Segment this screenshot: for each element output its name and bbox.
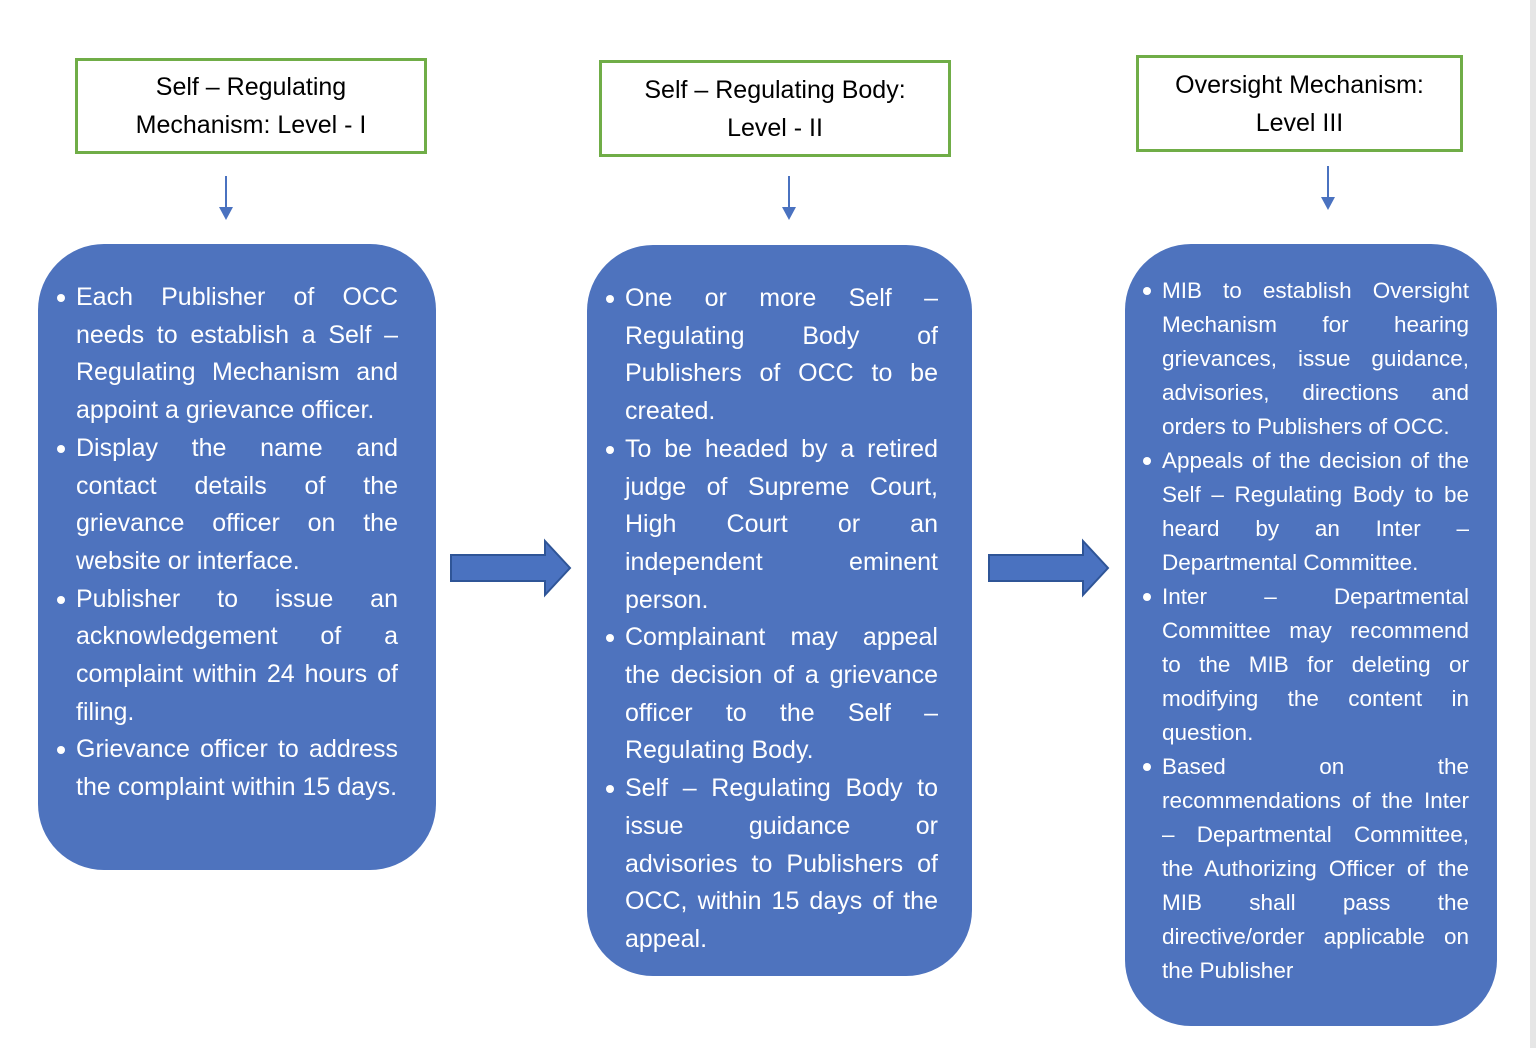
flow-arrow-level-2-to-3 xyxy=(988,538,1110,598)
level-1-down-arrow xyxy=(219,176,233,220)
level-3-title-line-1: Oversight Mechanism: xyxy=(1175,70,1424,99)
level-1-title-line-2: Mechanism: Level - I xyxy=(135,111,367,139)
level-2-title-line-2: Level - II xyxy=(727,113,823,142)
clipped-text-fragment xyxy=(1162,999,1234,1004)
level-2-bullet: To be headed by a retired judge of Supre… xyxy=(605,431,938,620)
level-1-bullet: Display the name and contact details of … xyxy=(56,430,398,581)
level-3-title-box: Oversight Mechanism: Level III xyxy=(1136,55,1463,152)
level-1-title-box: Self – Regulating Mechanism: Level - I xyxy=(75,58,427,154)
level-3-bullet: Appeals of the decision of the Self – Re… xyxy=(1142,444,1469,580)
flow-arrow-level-1-to-2 xyxy=(450,538,572,598)
level-2-panel: One or more Self – Regulating Body of Pu… xyxy=(587,245,972,976)
level-3-title-line-2: Level III xyxy=(1255,108,1344,137)
level-2-title-line-1: Self – Regulating Body: xyxy=(644,75,906,104)
level-2-bullet-list: One or more Self – Regulating Body of Pu… xyxy=(605,280,938,959)
level-1-bullet-list: Each Publisher of OCC needs to establish… xyxy=(56,279,398,807)
level-3-panel: MIB to establish Oversight Mechanism for… xyxy=(1125,244,1497,1026)
level-3-bullet: Based on the recommendations of the Inte… xyxy=(1142,750,1469,988)
level-3-bullet-list: MIB to establish Oversight Mechanism for… xyxy=(1142,274,1469,988)
level-2-bullet: Self – Regulating Body to issue guidance… xyxy=(605,770,938,959)
level-2-title-box: Self – Regulating Body: Level - II xyxy=(599,60,951,157)
level-1-bullet: Publisher to issue an acknowledgement of… xyxy=(56,581,398,732)
level-1-bullet: Each Publisher of OCC needs to establish… xyxy=(56,279,398,430)
level-2-bullet: Complainant may appeal the decision of a… xyxy=(605,619,938,770)
level-2-down-arrow xyxy=(782,176,796,220)
level-3-bullet: MIB to establish Oversight Mechanism for… xyxy=(1142,274,1469,444)
level-3-down-arrow xyxy=(1321,166,1335,210)
right-edge-strip xyxy=(1530,0,1536,1048)
level-1-title-line-1: Self – Regulating xyxy=(155,73,347,101)
level-1-panel: Each Publisher of OCC needs to establish… xyxy=(38,244,436,870)
level-3-bullet: Inter – Departmental Committee may recom… xyxy=(1142,580,1469,750)
level-1-bullet: Grievance officer to address the complai… xyxy=(56,731,398,806)
level-2-bullet: One or more Self – Regulating Body of Pu… xyxy=(605,280,938,431)
